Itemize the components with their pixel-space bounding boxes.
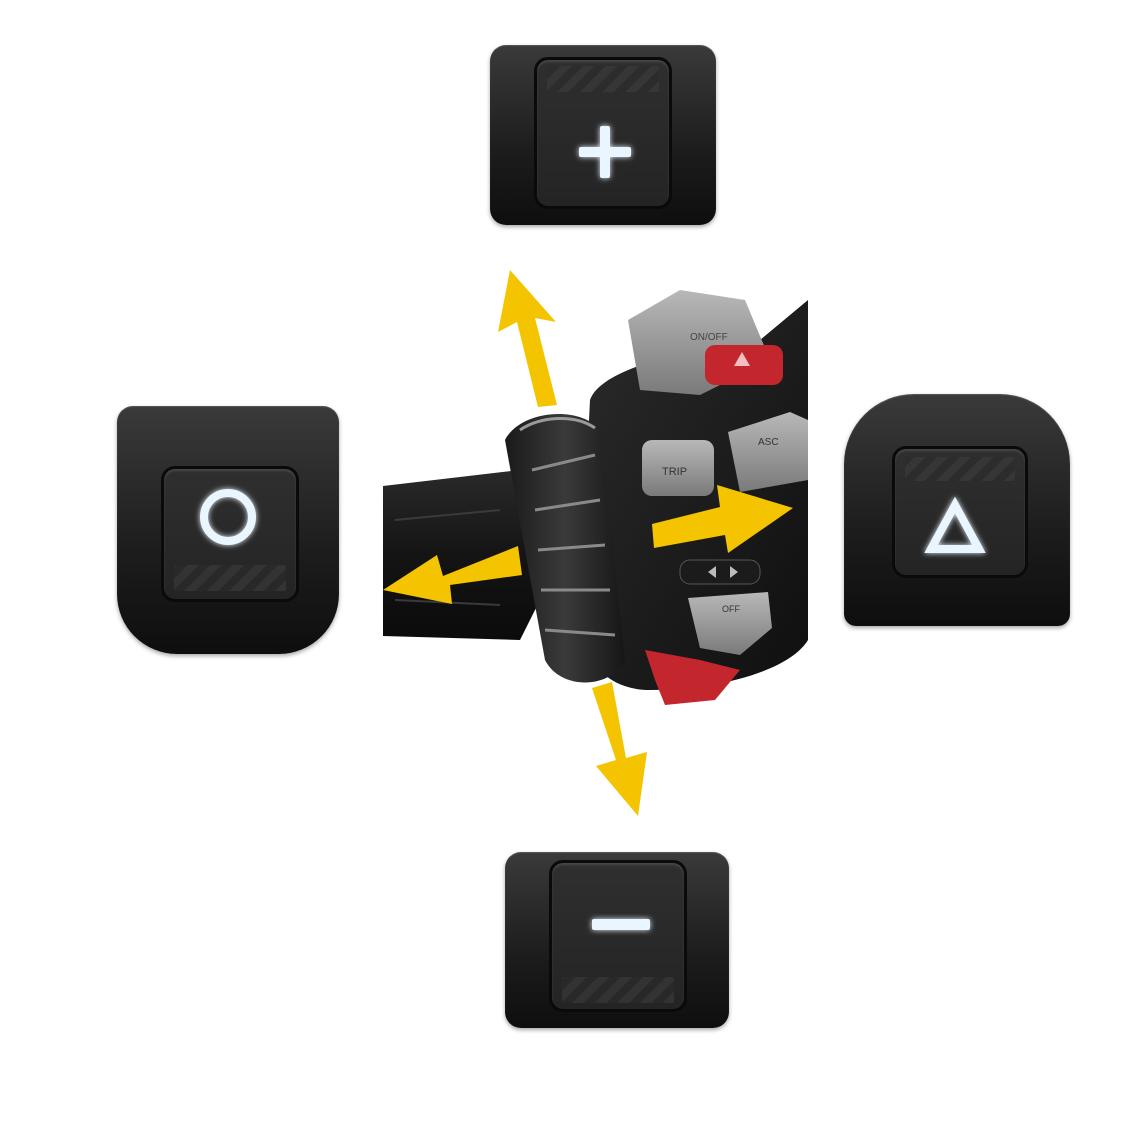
plus-button[interactable] [490,45,716,225]
turn-signal-rocker [679,559,761,585]
triangle-button-face [892,446,1028,578]
trip-label: TRIP [662,466,687,478]
lower-switch: OFF [688,592,772,655]
red-trigger [645,650,740,705]
asc-label: ASC [758,437,779,448]
circle-button[interactable] [117,406,339,654]
arrow-right [652,485,793,553]
trip-button-illustration: TRIP [642,440,714,496]
arrow-down [592,682,647,816]
top-switch-cluster: ON/OFF [628,290,783,395]
circle-button-texture [174,565,286,591]
triangle-button[interactable] [844,394,1070,626]
arrow-up [498,270,557,407]
arrow-left [383,546,522,604]
plus-button-texture [547,66,659,92]
multi-controller-wheel [505,413,625,683]
plus-button-face [534,57,672,209]
minus-button-face [549,860,687,1012]
circle-button-face [161,466,299,602]
minus-button-texture [562,977,674,1003]
on-off-label: ON/OFF [690,332,728,343]
asc-button-illustration: ASC [728,412,808,492]
triangle-button-texture [905,457,1015,481]
minus-button[interactable] [505,852,729,1028]
off-label: OFF [722,604,740,614]
direction-arrows [383,270,793,816]
